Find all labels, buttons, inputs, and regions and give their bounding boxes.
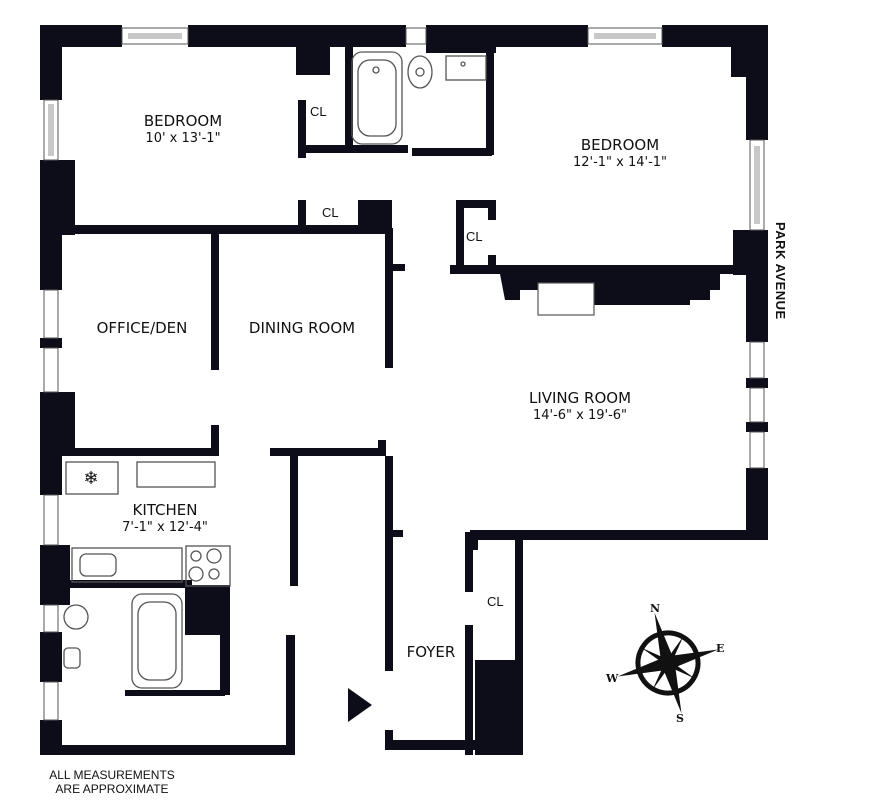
- note-line-2: ARE APPROXIMATE: [55, 782, 169, 796]
- snowflake-icon: ❄: [83, 468, 98, 488]
- room-label-dining-room: DINING ROOM: [232, 318, 372, 338]
- room-dimensions: 7'-1" x 12'-4": [122, 520, 208, 535]
- compass-w: W: [605, 672, 619, 685]
- note-line-1: ALL MEASUREMENTS: [49, 768, 175, 782]
- room-name: DINING ROOM: [248, 319, 356, 337]
- room-name: LIVING ROOM: [528, 389, 632, 407]
- room-name: KITCHEN: [132, 501, 198, 519]
- measurements-note: ALL MEASUREMENTS ARE APPROXIMATE: [38, 768, 186, 796]
- compass-e: E: [716, 642, 724, 655]
- compass-rose: [617, 612, 719, 714]
- compass-s: S: [676, 712, 684, 725]
- room-label-office-den: OFFICE/DEN: [82, 318, 202, 338]
- room-dimensions: 12'-1" x 14'-1": [572, 155, 668, 170]
- room-label-living-room: LIVING ROOM 14'-6" x 19'-6": [500, 388, 660, 424]
- room-dimensions: 14'-6" x 19'-6": [532, 408, 628, 423]
- closet-label: CL: [322, 205, 339, 220]
- closet-label: CL: [310, 104, 327, 119]
- room-name: BEDROOM: [143, 112, 223, 130]
- room-name: FOYER: [406, 643, 456, 661]
- room-label-bedroom-1: BEDROOM 10' x 13'-1": [118, 111, 248, 147]
- room-label-bedroom-2: BEDROOM 12'-1" x 14'-1": [545, 135, 695, 171]
- fixtures: [63, 51, 487, 689]
- room-dimensions: 10' x 13'-1": [145, 131, 221, 146]
- closet-label: CL: [487, 594, 504, 609]
- compass-n: N: [650, 602, 660, 615]
- room-name: BEDROOM: [580, 136, 660, 154]
- fireplace: [537, 282, 595, 316]
- walls: [40, 25, 768, 755]
- room-label-kitchen: KITCHEN 7'-1" x 12'-4": [100, 500, 230, 536]
- room-label-foyer: FOYER: [396, 642, 466, 662]
- room-name: OFFICE/DEN: [96, 319, 188, 337]
- street-label: PARK AVENUE: [773, 222, 788, 320]
- closet-label: CL: [466, 229, 483, 244]
- window-glass: [48, 33, 760, 224]
